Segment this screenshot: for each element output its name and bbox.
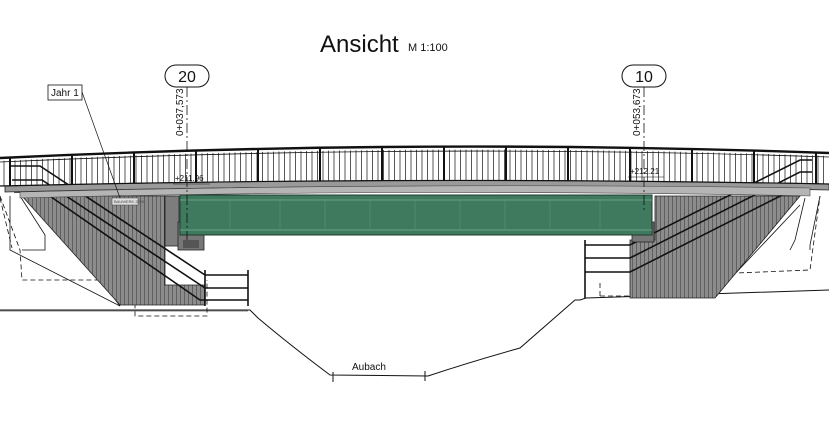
plate-tag: Jahr 1	[51, 88, 79, 99]
axis-marker-20: 20 0+037,573 +211.96	[164, 64, 210, 240]
axis-station: 0+037,573	[175, 88, 186, 136]
axis-elevation: +212.21	[630, 167, 660, 176]
water-label: Aubach	[352, 362, 386, 373]
drawing-title: Ansicht	[320, 31, 399, 58]
axis-marker-10: 10 0+053,673 +212.21	[621, 64, 667, 212]
axis-station: 0+053,673	[632, 88, 643, 136]
plate-callout: Jahr 1 BAUWERK 2020	[47, 84, 145, 206]
plate-text: BAUWERK 2020	[114, 199, 145, 204]
axis-elevation: +211.96	[175, 174, 204, 183]
right-abutment	[629, 195, 801, 299]
drawing-scale: M 1:100	[408, 42, 448, 54]
left-abutment	[21, 195, 206, 306]
axis-number: 10	[635, 69, 653, 86]
axis-number: 20	[178, 69, 196, 86]
bridge-railing	[0, 145, 829, 187]
main-girder	[179, 194, 653, 236]
